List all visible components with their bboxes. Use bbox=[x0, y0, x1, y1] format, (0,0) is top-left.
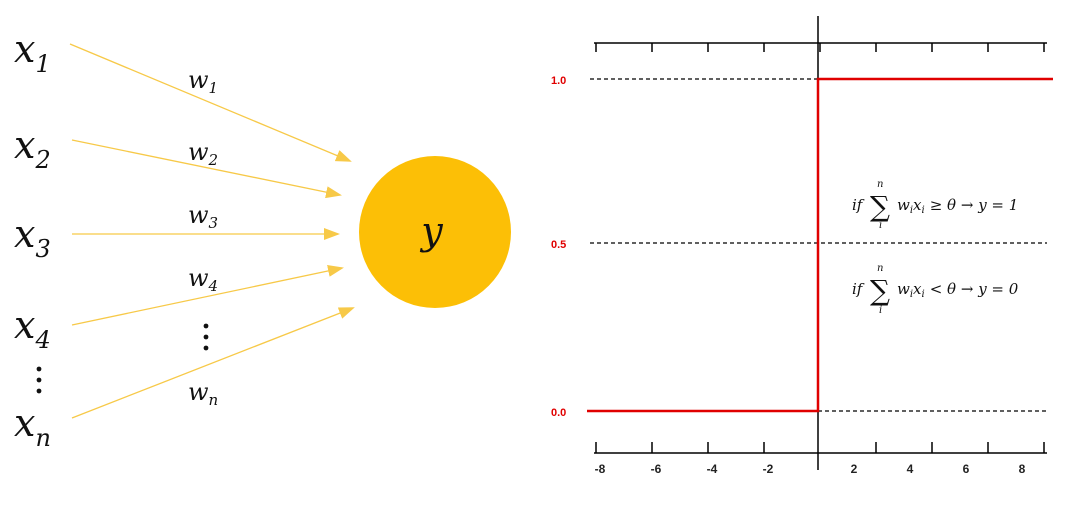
y-label-0.0: 0.0 bbox=[551, 407, 566, 419]
input-x3: x3 bbox=[14, 212, 51, 263]
svg-text:n: n bbox=[877, 263, 883, 274]
step-plot: 1.0 0.5 0.0 -8 -6 -4 -2 2 4 6 8 if n ∑ i… bbox=[551, 16, 1053, 476]
x-tick-label: -8 bbox=[595, 462, 606, 476]
svg-text:if: if bbox=[852, 280, 865, 298]
svg-text:∑: ∑ bbox=[870, 190, 890, 223]
x-tick-label: 6 bbox=[963, 462, 970, 476]
weight-wn: wn bbox=[188, 378, 218, 409]
svg-text:wixi< θ → y = 0: wixi< θ → y = 0 bbox=[897, 280, 1019, 300]
perceptron-diagram: x1 x2 x3 x4 xn w1 w2 w3 w4 bbox=[14, 27, 511, 452]
input-arrow-1 bbox=[69, 43, 352, 162]
y-label-0.5: 0.5 bbox=[551, 239, 566, 251]
step-function-line bbox=[587, 77, 1053, 413]
weight-w3: w3 bbox=[188, 201, 218, 232]
input-arrow-4 bbox=[71, 265, 344, 326]
input-xn: xn bbox=[14, 401, 51, 452]
svg-text:n: n bbox=[877, 179, 883, 190]
weight-w4: w4 bbox=[188, 264, 218, 295]
neuron-output-y: y bbox=[419, 209, 443, 253]
x-tick-label: 4 bbox=[907, 462, 914, 476]
x-tick-label: 8 bbox=[1019, 462, 1026, 476]
svg-text:i: i bbox=[879, 220, 882, 231]
neuron-circle bbox=[359, 156, 511, 308]
y-label-1.0: 1.0 bbox=[551, 75, 566, 87]
input-x2: x2 bbox=[14, 123, 51, 174]
x-tick-label: -6 bbox=[651, 462, 662, 476]
input-ellipsis bbox=[36, 366, 42, 394]
x-tick-label: 2 bbox=[851, 462, 858, 476]
rule-rest-equation: if n ∑ i wixi< θ → y = 0 bbox=[852, 263, 1019, 316]
weight-ellipsis bbox=[203, 323, 209, 351]
svg-text:i: i bbox=[879, 305, 882, 316]
bottom-ticks bbox=[595, 442, 1045, 453]
input-x1: x1 bbox=[14, 27, 51, 78]
input-arrow-2 bbox=[71, 139, 342, 199]
svg-text:∑: ∑ bbox=[870, 274, 890, 307]
weight-w1: w1 bbox=[188, 66, 218, 97]
svg-text:if: if bbox=[852, 196, 865, 214]
rule-fire-equation: if n ∑ i wixi≥ θ → y = 1 bbox=[852, 179, 1018, 231]
input-x4: x4 bbox=[14, 303, 51, 354]
weight-w2: w2 bbox=[188, 138, 218, 169]
x-tick-label: -4 bbox=[707, 462, 718, 476]
input-arrow-n bbox=[71, 307, 355, 419]
x-tick-label: -2 bbox=[763, 462, 774, 476]
top-ticks bbox=[595, 43, 1045, 52]
svg-text:wixi≥ θ → y = 1: wixi≥ θ → y = 1 bbox=[897, 196, 1018, 216]
